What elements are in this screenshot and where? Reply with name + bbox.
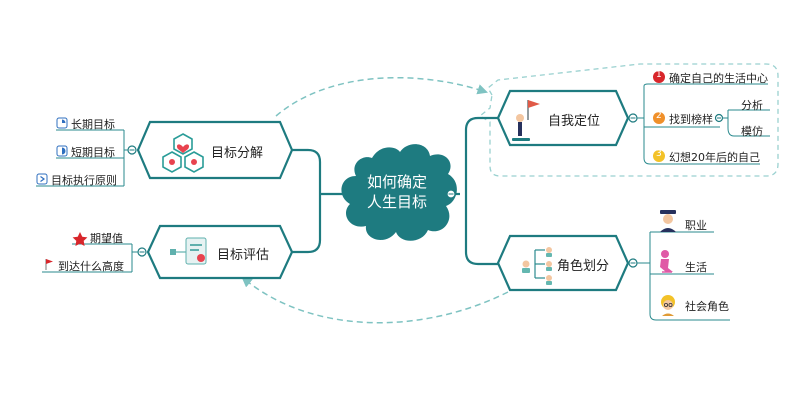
node-role-division[interactable] bbox=[496, 234, 630, 292]
role-division-label: 角色划分 bbox=[557, 259, 610, 274]
center-cloud bbox=[341, 144, 457, 241]
toggle-minus-icons bbox=[129, 117, 721, 264]
center-topic-line2: 人生目标 bbox=[366, 193, 427, 211]
goal-decompose-label: 目标分解 bbox=[211, 146, 264, 161]
badge-3-number: 3 bbox=[656, 149, 662, 159]
leaf-expectation: 期望值 bbox=[90, 232, 123, 245]
badge-2-number: 2 bbox=[656, 111, 662, 121]
leaf-long-term-goal: 长期目标 bbox=[71, 118, 115, 131]
pie-half-icon bbox=[56, 145, 68, 157]
left-connectors bbox=[292, 148, 352, 254]
leaf-imagine-20-years: 幻想20年后的自己 bbox=[669, 151, 760, 164]
leaf-analyze: 分析 bbox=[741, 99, 763, 112]
leaf-find-role-model: 找到榜样 bbox=[669, 113, 713, 126]
leaf-imitate: 模仿 bbox=[741, 125, 763, 138]
evaluation-chart-icon bbox=[170, 237, 207, 265]
leaf-short-term-goal: 短期目标 bbox=[71, 146, 115, 159]
person-glasses-icon bbox=[661, 295, 675, 316]
person-pink-icon bbox=[660, 250, 673, 273]
goal-evaluate-label: 目标评估 bbox=[217, 248, 270, 263]
badge-2 bbox=[653, 112, 665, 124]
police-officer-icon bbox=[660, 210, 676, 232]
star-icon bbox=[72, 232, 88, 246]
numbered-badges bbox=[653, 71, 665, 162]
relation-arrow-top bbox=[275, 77, 488, 117]
hex-dot-right-icon bbox=[191, 159, 197, 165]
leaf-target-height: 到达什么高度 bbox=[58, 260, 124, 273]
leaf-life-center: 确定自己的生活中心 bbox=[669, 72, 768, 85]
hex-dot-left-icon bbox=[169, 159, 175, 165]
center-topic-line1: 如何确定 bbox=[366, 173, 427, 191]
self-position-callout bbox=[478, 63, 779, 177]
badge-1-number: 1 bbox=[656, 70, 662, 80]
leaf-career: 职业 bbox=[685, 219, 707, 232]
chevron-right-icon bbox=[36, 173, 48, 185]
leaf-life: 生活 bbox=[685, 261, 707, 274]
relation-arrow-bottom bbox=[241, 276, 509, 324]
roles-icon bbox=[522, 247, 552, 285]
collapse-toggles bbox=[127, 113, 724, 268]
self-position-label: 自我定位 bbox=[548, 114, 601, 129]
leaf-execution-principles: 目标执行原则 bbox=[51, 174, 117, 187]
red-flag-icon bbox=[45, 259, 53, 270]
badge-3 bbox=[653, 150, 665, 162]
center-topic[interactable]: 如何确定 人生目标 bbox=[352, 172, 442, 212]
node-goal-evaluate[interactable] bbox=[146, 224, 294, 280]
leaf-social-role: 社会角色 bbox=[685, 300, 729, 313]
badge-1 bbox=[653, 71, 665, 83]
heart-icon bbox=[176, 144, 190, 153]
target-flag-icon bbox=[512, 100, 540, 141]
pie-quarter-icon bbox=[56, 117, 68, 129]
self-position-leaf-lines bbox=[637, 83, 770, 165]
goal-decompose-leaf-lines bbox=[36, 129, 128, 187]
